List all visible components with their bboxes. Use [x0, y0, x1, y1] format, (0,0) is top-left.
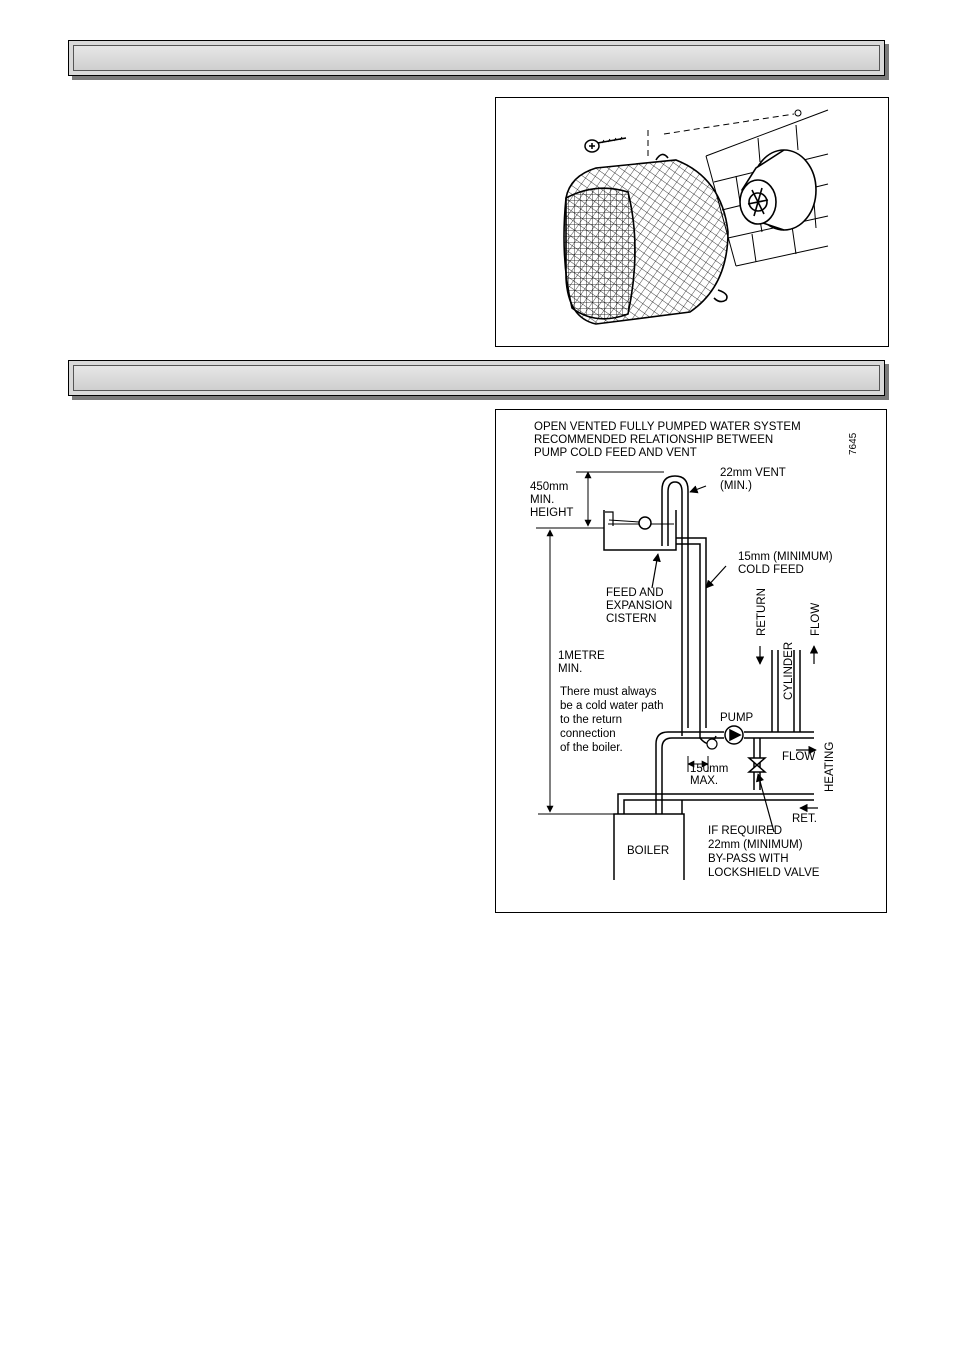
bypass-label-1: IF REQUIRED: [708, 825, 782, 837]
terminal-guard-figure: [495, 97, 889, 347]
terminal-guard-icon: [563, 153, 729, 325]
vent-label-1: 22mm VENT: [720, 467, 786, 479]
boiler-box: [613, 813, 685, 880]
diagram-heading-line-3: PUMP COLD FEED AND VENT: [534, 447, 697, 459]
cistern-label-3: CISTERN: [606, 613, 656, 625]
diagram-heading-line-1: OPEN VENTED FULLY PUMPED WATER SYSTEM: [534, 421, 801, 433]
section-header-bar-1-inner: [73, 45, 880, 71]
cistern-label-1: FEED AND: [606, 587, 664, 599]
cold-feed-label-2: COLD FEED: [738, 564, 804, 576]
boiler-label: BOILER: [627, 845, 669, 857]
diagram-ref-number: 7645: [848, 432, 859, 455]
return-label: RETURN: [756, 588, 768, 636]
min-height-label-1: 450mm: [530, 481, 568, 493]
feed-expansion-cistern: [603, 510, 677, 551]
vent-label-2: (MIN.): [720, 480, 752, 492]
bypass-leader: [755, 773, 775, 833]
note-line-4: connection: [560, 728, 616, 740]
cold-feed-pipe: [676, 537, 707, 728]
lockshield-valve-icon: [747, 757, 767, 773]
water-system-figure: OPEN VENTED FULLY PUMPED WATER SYSTEM RE…: [495, 409, 887, 913]
note-line-2: be a cold water path: [560, 700, 664, 712]
note-line-1: There must always: [560, 686, 657, 698]
cylinder-label: CYLINDER: [783, 642, 795, 700]
note-line-5: of the boiler.: [560, 742, 623, 754]
min-height-label-2: MIN.: [530, 494, 554, 506]
bypass-label-4: LOCKSHIELD VALVE: [708, 867, 820, 879]
distance-label-2: MAX.: [690, 775, 718, 787]
flue-terminal-icon: [739, 149, 817, 231]
distance-150-ticks: [687, 756, 709, 772]
heating-flow-label: FLOW: [782, 751, 815, 763]
ret-label: RET.: [792, 813, 817, 825]
pump-label: PUMP: [720, 712, 754, 724]
bypass-label-2: 22mm (MINIMUM): [708, 839, 803, 851]
cold-feed-leader: [705, 565, 727, 589]
metre-label-2: MIN.: [558, 663, 582, 675]
section-header-bar-2-inner: [73, 365, 880, 391]
cylinder-pipes: [771, 650, 801, 732]
section-header-bar-2: [68, 360, 885, 396]
bypass-label-3: BY-PASS WITH: [708, 853, 789, 865]
pump-icon: [724, 725, 744, 745]
note-line-3: to the return: [560, 714, 622, 726]
metre-label-1: 1METRE: [558, 650, 605, 662]
diagram-heading-line-2: RECOMMENDED RELATIONSHIP BETWEEN: [534, 434, 773, 446]
vent-pipe: [661, 475, 689, 736]
cold-feed-label-1: 15mm (MINIMUM): [738, 551, 833, 563]
screw-icon: [584, 136, 627, 153]
vent-leader: [689, 485, 707, 494]
section-header-bar-1: [68, 40, 885, 76]
flow-vertical-label: FLOW: [810, 603, 822, 636]
terminal-guard-illustration: [563, 109, 829, 325]
distance-label-1: 150mm: [690, 763, 728, 775]
heating-label: HEATING: [824, 742, 836, 792]
water-system-diagram: OPEN VENTED FULLY PUMPED WATER SYSTEM RE…: [530, 421, 859, 880]
min-height-label-3: HEIGHT: [530, 507, 573, 519]
pump-loop-joint: [706, 738, 718, 750]
cistern-leader: [651, 553, 661, 589]
cistern-label-2: EXPANSION: [606, 600, 672, 612]
